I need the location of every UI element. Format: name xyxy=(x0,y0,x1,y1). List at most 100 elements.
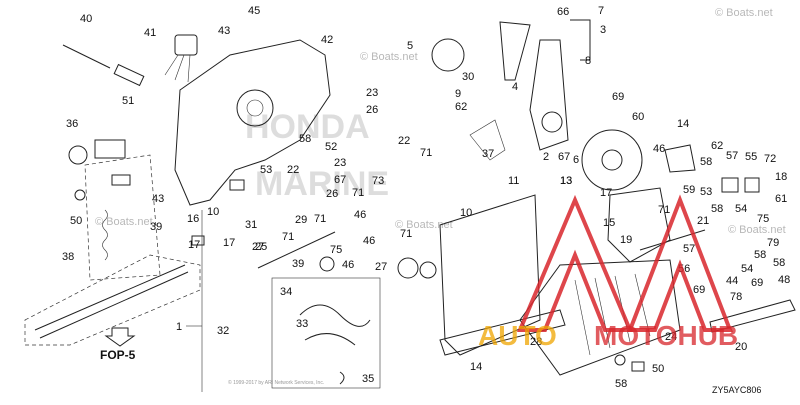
callout-label: 32 xyxy=(217,325,229,337)
callout-label: 44 xyxy=(726,275,738,287)
callout-label: 34 xyxy=(280,286,292,298)
callout-label: 57 xyxy=(726,150,738,162)
ring-drawing xyxy=(431,38,465,72)
slider-drawing xyxy=(607,187,671,263)
callout-label: 4 xyxy=(512,81,518,93)
site-logo: AUTO MOTOHUB xyxy=(478,194,738,351)
gear-disk-drawing xyxy=(581,129,643,191)
callout-label: 5 xyxy=(407,40,413,52)
callout-label: 69 xyxy=(751,277,763,289)
cable-end-drawing xyxy=(191,235,205,246)
callout-labels: 40 51 41 43 45 42 36 10 43 39 50 38 16 1… xyxy=(62,5,790,390)
callout-label: 40 xyxy=(80,13,92,25)
callout-label: 53 xyxy=(260,164,272,176)
callout-label: 25 xyxy=(255,241,267,253)
callout-label: 18 xyxy=(775,171,787,183)
callout-label: 58 xyxy=(754,249,766,261)
bolt-drawing xyxy=(62,44,111,69)
callout-label: 19 xyxy=(620,234,632,246)
callout-label: 24 xyxy=(665,331,677,343)
callout-label: 1 xyxy=(176,321,182,333)
callout-label: 59 xyxy=(683,184,695,196)
callout-label: 62 xyxy=(455,101,467,113)
callout-label: 11 xyxy=(508,175,519,187)
relay-drawing xyxy=(419,261,437,279)
site-watermark: © Boats.net xyxy=(715,7,773,19)
diagram-code: ZY5AYC806 xyxy=(712,385,761,395)
callout-label: 13 xyxy=(560,175,572,187)
callout-label: 14 xyxy=(470,361,482,373)
brand-watermark: HONDA MARINE xyxy=(245,108,389,203)
lever-hub-drawing xyxy=(541,111,563,133)
brand-watermark-left: HONDA xyxy=(245,108,370,146)
callout-label: 60 xyxy=(632,111,644,123)
fop-reference: FOP-5 xyxy=(100,348,136,362)
clip-drawing xyxy=(339,371,345,385)
callout-label: 71 xyxy=(658,204,670,216)
callout-label: 39 xyxy=(292,258,304,270)
grommet-drawing xyxy=(319,256,335,272)
clip-drawing xyxy=(721,177,739,193)
callout-label: 23 xyxy=(334,157,346,169)
callout-label: 71 xyxy=(420,147,432,159)
callout-label: 17 xyxy=(223,237,235,249)
callout-label: 54 xyxy=(741,263,753,275)
bracket-drawing xyxy=(664,144,696,173)
callout-label: 38 xyxy=(62,251,74,263)
callout-label: 71 xyxy=(314,213,326,225)
lanyard-box xyxy=(84,154,161,281)
callout-label: 17 xyxy=(600,187,612,199)
callout-label: 46 xyxy=(342,259,354,271)
callout-label: 58 xyxy=(615,378,627,390)
callout-label: 10 xyxy=(207,206,219,218)
callout-label: 72 xyxy=(764,153,776,165)
cover-drawing xyxy=(519,259,681,376)
clip-drawing xyxy=(111,174,131,186)
callout-label: 7 xyxy=(598,5,604,17)
callout-label: 42 xyxy=(321,34,333,46)
callout-label: 73 xyxy=(372,175,384,187)
lever-drawing xyxy=(499,21,531,81)
gear-hub-drawing xyxy=(601,149,623,171)
clip-drawing xyxy=(744,177,760,193)
washer-drawing xyxy=(614,354,626,366)
callout-label: 31 xyxy=(245,219,257,231)
callout-label: 22 xyxy=(287,164,299,176)
callout-label: 58 xyxy=(711,203,723,215)
callout-label: 17 xyxy=(188,239,200,251)
plate-drawing xyxy=(439,194,541,356)
callout-label: 9 xyxy=(455,88,461,100)
callout-label: 29 xyxy=(295,214,307,226)
callout-label: 15 xyxy=(603,217,615,229)
copyright-notice: © 1999-2017 by ARI Network Services, Inc… xyxy=(228,379,324,386)
connector-drawing xyxy=(469,119,506,161)
connector-drawing xyxy=(174,34,198,56)
cable-drawing xyxy=(34,264,189,339)
coil-cord-drawing xyxy=(102,209,108,261)
key-switch-drawing xyxy=(68,145,88,165)
callout-label: 33 xyxy=(296,318,308,330)
callout-label: 41 xyxy=(144,27,156,39)
callout-label: 36 xyxy=(66,118,78,130)
lever-drawing xyxy=(529,39,569,151)
callout-label: 28 xyxy=(530,336,542,348)
callout-label: 27 xyxy=(252,241,264,253)
callout-label: 50 xyxy=(652,363,664,375)
callout-label: 20 xyxy=(735,341,747,353)
callout-label: 52 xyxy=(325,141,337,153)
callout-label: 35 xyxy=(362,373,374,385)
callout-label: 51 xyxy=(122,95,134,107)
clip-drawing xyxy=(229,179,245,191)
cable-box xyxy=(24,254,201,346)
callout-label: 43 xyxy=(152,193,164,205)
housing-boss-drawing xyxy=(246,99,264,117)
callout-label: 46 xyxy=(354,209,366,221)
callout-label: 75 xyxy=(757,213,769,225)
harness-drawing xyxy=(299,304,371,346)
relay-drawing xyxy=(397,257,419,279)
callout-label: 26 xyxy=(326,188,338,200)
callout-label: 66 xyxy=(557,6,569,18)
callout-label: 46 xyxy=(363,235,375,247)
callout-label: 22 xyxy=(398,135,410,147)
